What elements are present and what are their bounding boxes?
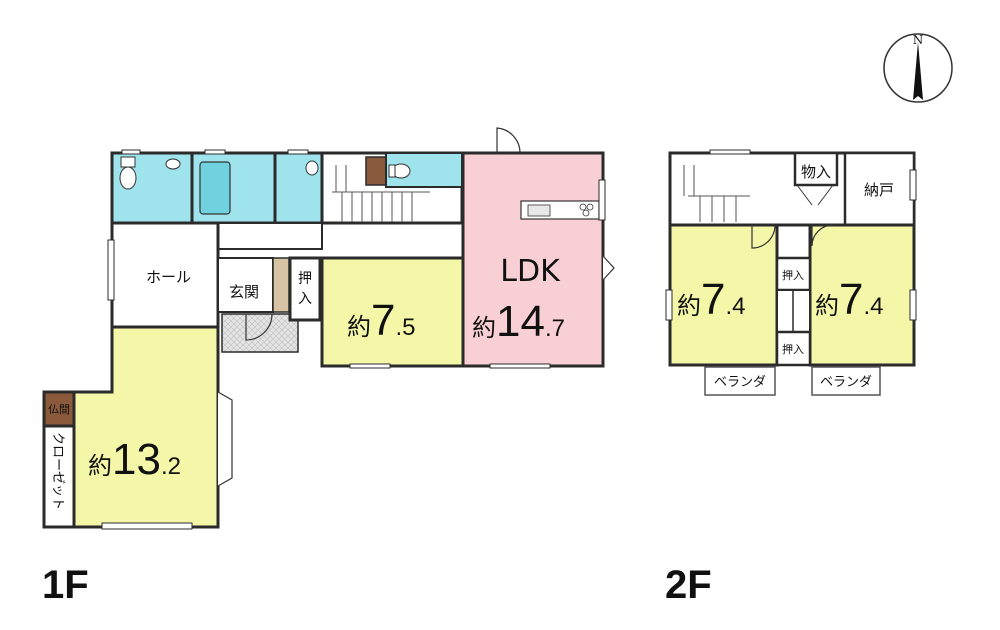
ldk-title: LDK [500, 254, 561, 289]
oshiire-2f-bottom-label: 押入 [782, 342, 804, 356]
monoire [793, 151, 839, 187]
compass-icon: N [883, 33, 953, 103]
veranda-right [811, 366, 881, 396]
bay-window [602, 255, 615, 281]
sink-icon [305, 160, 319, 176]
room-13-2-area: 約13.2 [88, 435, 181, 484]
bay-window [217, 391, 233, 487]
oshiire-2f-bottom [775, 330, 812, 367]
floor1-label: 1F [42, 563, 89, 607]
room-2f-left-area: 約7.4 [677, 275, 746, 324]
closet [42, 424, 76, 529]
door-arc [811, 224, 834, 247]
genkan-tile [221, 313, 299, 353]
oshiire-1f-label-top: 押 [298, 271, 312, 287]
veranda-left [704, 366, 776, 396]
compass-north-label: N [913, 33, 924, 47]
door-arc [496, 127, 521, 154]
door-arc [796, 184, 834, 206]
floor1-plan: ホール 玄関 押 入 約7.5 LDK 約14.7 約13.2 [42, 127, 615, 530]
genkan-label: 玄関 [229, 283, 259, 301]
ldk-room [461, 151, 605, 368]
monoire-label: 物入 [801, 163, 831, 181]
bathtub-icon [199, 161, 231, 215]
floor2-plan: 物入 納戸 約7.4 約7.4 押入 押入 ベランダ ベランダ [665, 149, 917, 396]
room-7-5-area: 約7.5 [347, 296, 416, 345]
sink-icon [165, 158, 181, 170]
hall-label: ホール [146, 268, 191, 286]
room-7-5 [320, 256, 465, 368]
door-arc [751, 224, 776, 249]
toilet-icon [119, 156, 137, 190]
veranda-right-label: ベランダ [820, 375, 872, 390]
oshiire-2f-top-label: 押入 [782, 268, 804, 282]
veranda-left-label: ベランダ [714, 375, 766, 390]
closet-label: クローゼット [50, 432, 65, 510]
oshiire-1f [288, 256, 322, 322]
floor2-label: 2F [665, 563, 712, 607]
butsuma [42, 390, 76, 428]
oshiire-1f-label-bottom: 入 [298, 291, 312, 307]
nando-label: 納戸 [864, 181, 894, 199]
room-2f-right-area: 約7.4 [815, 275, 884, 324]
ldk-area: 約14.7 [472, 297, 565, 346]
toilet-icon [388, 163, 411, 179]
butsuma-label: 仏間 [48, 403, 70, 416]
room-13-2 [72, 325, 220, 529]
door-arc [245, 313, 273, 341]
room-2f-right [808, 223, 916, 367]
